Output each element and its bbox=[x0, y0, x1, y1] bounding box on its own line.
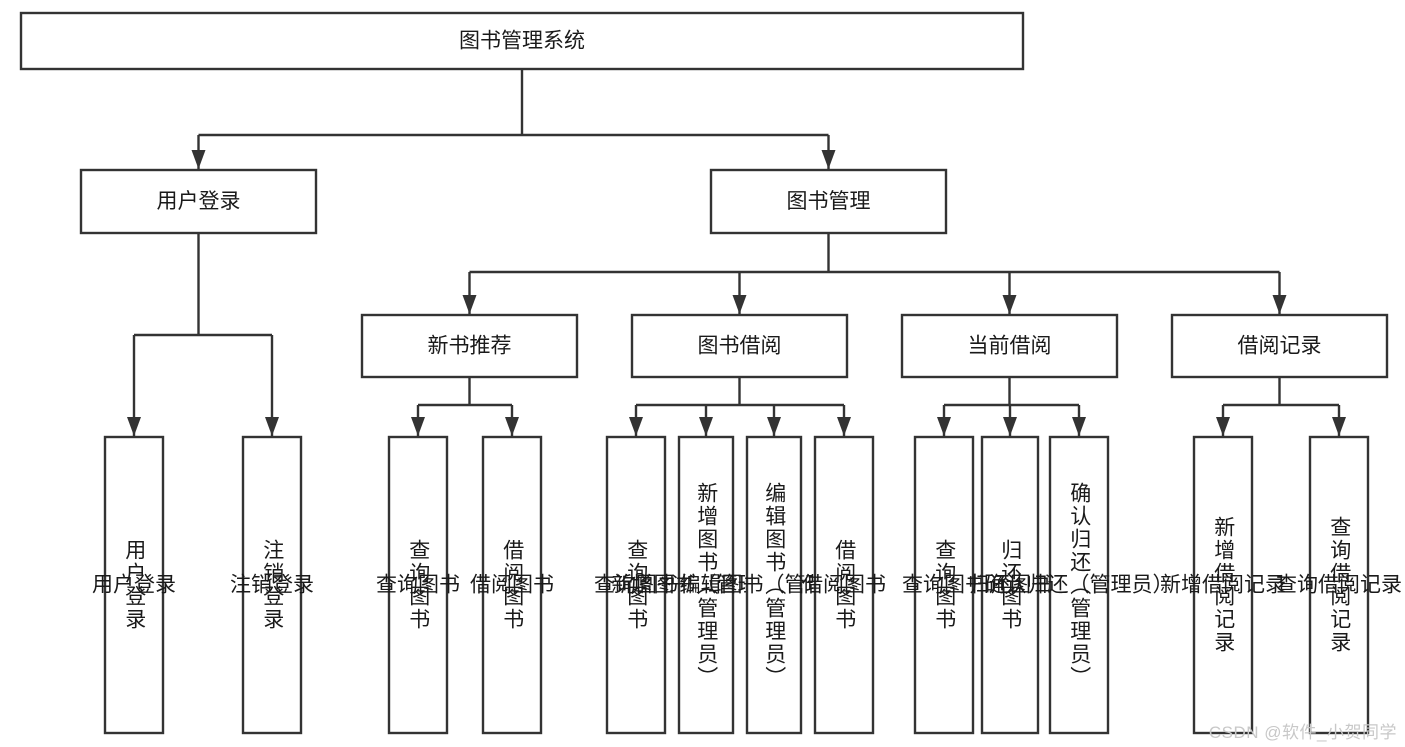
node-leaf-query-borrow-record-label: 查询借阅记录 bbox=[1276, 574, 1402, 597]
node-leaf-query-book-rec-label: 查询图书 bbox=[376, 574, 460, 597]
node-current-borrow[interactable]: 当前借阅 bbox=[900, 313, 1119, 379]
node-leaf-borrow-book-rec-label: 借阅图书 bbox=[470, 574, 554, 597]
node-leaf-return-book-label: 归还图书 bbox=[968, 574, 1052, 597]
node-new-book-recommend[interactable]: 新书推荐 bbox=[360, 313, 579, 379]
node-user-login-rect[interactable] bbox=[79, 168, 318, 235]
node-leaf-query-book-current-label: 查询图书 bbox=[902, 574, 986, 597]
arrow-head-icon-leaf-query-book-rec bbox=[411, 417, 425, 436]
node-leaf-borrow-book-label: 借阅图书 bbox=[802, 574, 886, 597]
node-user-login[interactable]: 用户登录 bbox=[79, 168, 318, 235]
node-leaf-add-borrow-record[interactable]: 新增借阅记录 bbox=[1160, 435, 1286, 735]
node-root-label: 图书管理系统 bbox=[459, 30, 585, 53]
node-leaf-return-book-rect[interactable] bbox=[980, 435, 1040, 735]
arrow-head-icon-leaf-confirm-return-admin bbox=[1072, 417, 1086, 436]
node-leaf-confirm-return-admin-rect[interactable] bbox=[1048, 435, 1110, 735]
box-layer: 图书管理系统用户登录图书管理新书推荐图书借阅当前借阅借阅记录用户登录注销登录查询… bbox=[19, 11, 1402, 735]
node-root-rect[interactable] bbox=[19, 11, 1025, 71]
node-leaf-confirm-return-admin-label: 确认归还（管理员） bbox=[985, 574, 1174, 597]
node-leaf-add-borrow-record-label: 新增借阅记录 bbox=[1160, 574, 1286, 597]
node-leaf-user-login-rect[interactable] bbox=[103, 435, 165, 735]
node-leaf-return-book[interactable]: 归还图书 bbox=[968, 435, 1052, 735]
node-leaf-logout-login[interactable]: 注销登录 bbox=[230, 435, 314, 735]
node-leaf-add-book-admin-rect[interactable] bbox=[677, 435, 735, 735]
watermark-text: CSDN @软件_小贺同学 bbox=[1208, 723, 1397, 742]
node-borrow-record-label: 借阅记录 bbox=[1238, 335, 1322, 358]
node-leaf-logout-login-rect[interactable] bbox=[241, 435, 303, 735]
node-leaf-query-book-rec-rect[interactable] bbox=[387, 435, 449, 735]
node-leaf-borrow-book-rect[interactable] bbox=[813, 435, 875, 735]
arrow-head-icon-user-login bbox=[191, 150, 206, 169]
node-current-borrow-label: 当前借阅 bbox=[968, 335, 1052, 358]
node-current-borrow-rect[interactable] bbox=[900, 313, 1119, 379]
node-borrow-record[interactable]: 借阅记录 bbox=[1170, 313, 1389, 379]
arrow-head-icon-leaf-edit-book-admin bbox=[767, 417, 781, 436]
connector-layer bbox=[127, 69, 1346, 436]
arrow-head-icon-leaf-user-login bbox=[127, 417, 141, 436]
arrow-head-icon-book-manage bbox=[821, 150, 836, 169]
arrow-head-icon-book-borrow bbox=[732, 295, 747, 314]
node-root[interactable]: 图书管理系统 bbox=[19, 11, 1025, 71]
node-leaf-query-book-borrow[interactable]: 查询图书 bbox=[594, 435, 678, 735]
arrow-head-icon-borrow-record bbox=[1272, 295, 1287, 314]
arrow-head-icon-leaf-query-book-current bbox=[937, 417, 951, 436]
node-new-book-recommend-label: 新书推荐 bbox=[428, 335, 512, 358]
node-leaf-borrow-book-rec[interactable]: 借阅图书 bbox=[470, 435, 554, 735]
node-leaf-query-book-rec[interactable]: 查询图书 bbox=[376, 435, 460, 735]
node-leaf-query-book-borrow-rect[interactable] bbox=[605, 435, 667, 735]
arrow-head-icon-leaf-add-book-admin bbox=[699, 417, 713, 436]
arrow-head-icon-leaf-logout-login bbox=[265, 417, 279, 436]
arrow-head-icon-leaf-return-book bbox=[1003, 417, 1017, 436]
node-leaf-user-login[interactable]: 用户登录 bbox=[92, 435, 176, 735]
node-leaf-borrow-book[interactable]: 借阅图书 bbox=[802, 435, 886, 735]
arrow-head-icon-leaf-borrow-book bbox=[837, 417, 851, 436]
node-leaf-query-book-borrow-label: 查询图书 bbox=[594, 574, 678, 597]
node-book-manage-label: 图书管理 bbox=[787, 190, 871, 213]
node-leaf-query-borrow-record[interactable]: 查询借阅记录 bbox=[1276, 435, 1402, 735]
node-leaf-edit-book-admin-rect[interactable] bbox=[745, 435, 803, 735]
node-leaf-user-login-label: 用户登录 bbox=[92, 574, 176, 597]
node-new-book-recommend-rect[interactable] bbox=[360, 313, 579, 379]
node-leaf-query-book-current[interactable]: 查询图书 bbox=[902, 435, 986, 735]
arrow-head-icon-current-borrow bbox=[1002, 295, 1017, 314]
arrow-head-icon-leaf-borrow-book-rec bbox=[505, 417, 519, 436]
arrow-head-icon-leaf-query-book-borrow bbox=[629, 417, 643, 436]
node-user-login-label: 用户登录 bbox=[157, 190, 241, 213]
node-leaf-confirm-return-admin[interactable]: 确认归还（管理员） bbox=[985, 435, 1174, 735]
node-book-manage-rect[interactable] bbox=[709, 168, 948, 235]
node-leaf-add-borrow-record-rect[interactable] bbox=[1192, 435, 1254, 735]
node-book-manage[interactable]: 图书管理 bbox=[709, 168, 948, 235]
node-leaf-logout-login-label: 注销登录 bbox=[230, 574, 314, 597]
node-book-borrow-label: 图书借阅 bbox=[698, 335, 782, 358]
node-book-borrow[interactable]: 图书借阅 bbox=[630, 313, 849, 379]
node-borrow-record-rect[interactable] bbox=[1170, 313, 1389, 379]
arrow-head-icon-new-book-recommend bbox=[462, 295, 477, 314]
arrow-head-icon-leaf-add-borrow-record bbox=[1216, 417, 1230, 436]
node-leaf-borrow-book-rec-rect[interactable] bbox=[481, 435, 543, 735]
node-leaf-query-borrow-record-rect[interactable] bbox=[1308, 435, 1370, 735]
node-book-borrow-rect[interactable] bbox=[630, 313, 849, 379]
arrow-head-icon-leaf-query-borrow-record bbox=[1332, 417, 1346, 436]
node-leaf-query-book-current-rect[interactable] bbox=[913, 435, 975, 735]
